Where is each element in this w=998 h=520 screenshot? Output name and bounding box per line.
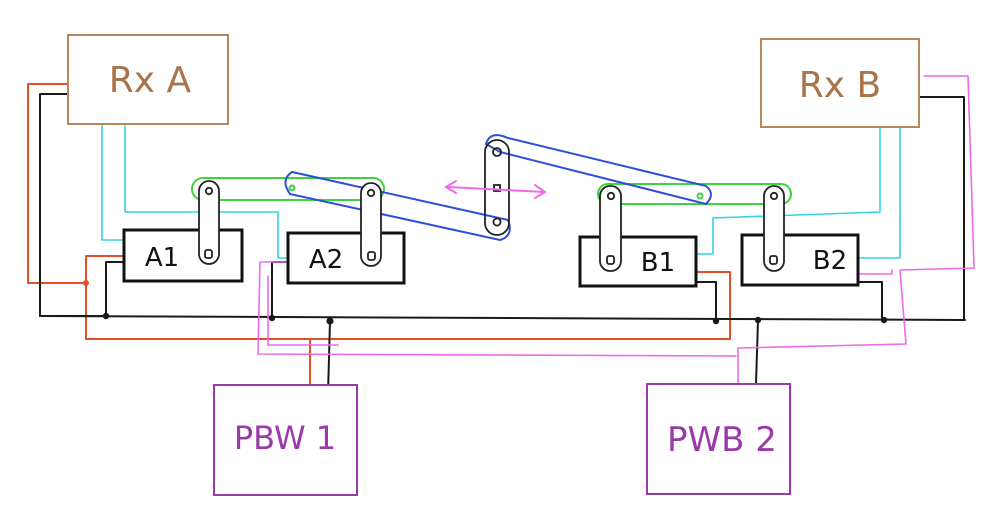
motion-arrow-left-head xyxy=(444,180,457,194)
junction-dot-red xyxy=(83,280,89,286)
servo-horn-b1 xyxy=(599,185,622,272)
link-left-blue xyxy=(284,170,511,242)
pink-wire-rxb xyxy=(737,75,975,385)
link-left-green xyxy=(191,177,385,201)
rx-a-box: Rx A xyxy=(67,34,229,125)
black-wire-b1 xyxy=(695,281,717,322)
servo-b1: B1 xyxy=(578,235,698,288)
center-rocker xyxy=(484,139,510,236)
green-links xyxy=(191,177,792,205)
link-left-green-hole xyxy=(288,184,296,192)
pbw1-box: PBW 1 xyxy=(213,384,358,496)
motion-arrow-right-head xyxy=(534,184,547,199)
servo-horns xyxy=(198,180,785,272)
rx-b-label: Rx B xyxy=(799,65,881,106)
center-rocker-hole xyxy=(492,217,502,227)
link-right-blue xyxy=(484,134,712,206)
junction-dot xyxy=(880,316,888,324)
pink-wire-bus2 xyxy=(267,275,339,346)
servo-b2-label: B2 xyxy=(813,246,847,276)
junction-dot xyxy=(102,312,110,320)
servo-a1-label: A1 xyxy=(145,243,179,273)
servo-horn-b2 xyxy=(763,185,785,272)
black-wire-pwb2 xyxy=(755,319,759,385)
center-rocker-hole xyxy=(492,147,502,157)
black-wire-a2 xyxy=(271,261,289,319)
pwb2-label: PWB 2 xyxy=(667,420,777,460)
servo-horn-a2 xyxy=(360,182,382,267)
servo-b1-label: B1 xyxy=(641,248,675,278)
black-wire-rxb xyxy=(917,96,965,321)
servo-a2: A2 xyxy=(286,231,406,285)
servo-horn-a1 xyxy=(198,180,220,265)
center-rocker-pivot xyxy=(493,184,501,192)
cyan-wire-group xyxy=(101,121,901,259)
cyan-wire-a1 xyxy=(101,121,125,241)
pbw1-label: PBW 1 xyxy=(234,419,336,457)
blue-links xyxy=(284,134,712,242)
red-wire-group xyxy=(27,83,731,389)
cyan-wire-a2 xyxy=(124,125,289,259)
center-rocker-body xyxy=(484,139,510,236)
motion-arrow xyxy=(444,180,547,199)
link-right-green-hole xyxy=(696,192,704,200)
servo-a1: A1 xyxy=(122,228,244,283)
junction-dot xyxy=(712,317,720,325)
junction-dot xyxy=(754,316,762,324)
rx-b-box: Rx B xyxy=(760,38,920,128)
junctions xyxy=(83,280,888,325)
motion-arrow-line xyxy=(447,186,545,193)
servo-a2-label: A2 xyxy=(309,245,343,275)
black-wire-b2 xyxy=(857,281,883,322)
rx-a-label: Rx A xyxy=(109,60,192,101)
black-wire-group xyxy=(39,93,966,395)
junction-dot xyxy=(326,317,334,325)
servo-b2: B2 xyxy=(740,233,860,287)
pwb2-box: PWB 2 xyxy=(646,383,791,495)
cyan-wire-b1 xyxy=(695,127,881,255)
black-wire-bus xyxy=(39,315,966,321)
pink-wire-b2 xyxy=(859,269,893,275)
cyan-wire-b2 xyxy=(859,127,901,259)
black-wire-pbw1 xyxy=(327,320,331,395)
black-wire-a1 xyxy=(105,261,125,317)
junction-dot xyxy=(268,314,276,322)
red-wire-rxa xyxy=(27,83,125,284)
pink-wire-a2 xyxy=(257,261,737,357)
pink-wire-group xyxy=(257,75,975,385)
